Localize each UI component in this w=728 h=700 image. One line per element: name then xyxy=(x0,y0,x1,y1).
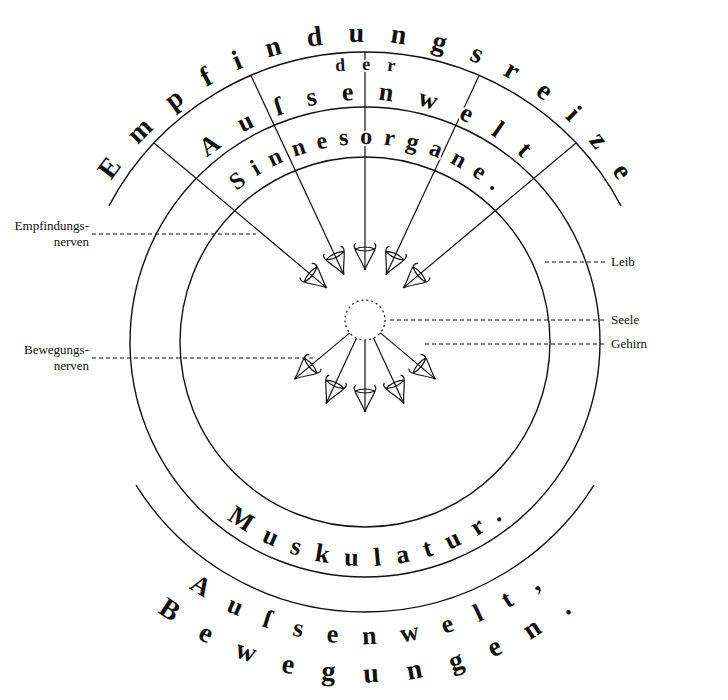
leader-line xyxy=(92,358,314,359)
nerve-ending xyxy=(316,374,347,408)
curved-label: Bewegungen. xyxy=(154,574,599,689)
node-outline: Sinnesorgane. Muskulatur. xyxy=(130,107,600,577)
nerve-ending xyxy=(288,353,323,387)
nerve-ending xyxy=(396,262,431,296)
callout-label: Bewegungs- nerven xyxy=(2,342,90,374)
body-ring xyxy=(130,107,600,577)
nerve-ending xyxy=(408,353,443,387)
motor-ray xyxy=(364,340,365,412)
curved-label: Sinnesorgane. xyxy=(224,123,516,203)
callout-label: Gehirn xyxy=(610,336,712,352)
nerve-ending xyxy=(354,385,376,412)
motor-ray xyxy=(380,333,435,379)
soul-circle xyxy=(345,300,385,340)
curved-label: Muskulatur. xyxy=(223,491,519,573)
motor-ray xyxy=(374,338,404,403)
node-outline: Auſsenwelt,Bewegungen. xyxy=(100,450,630,695)
leader-lines xyxy=(92,234,606,358)
leader-line xyxy=(425,344,606,345)
leader-line xyxy=(390,320,606,321)
body-circle: Sinnesorgane. Muskulatur. xyxy=(130,107,600,577)
nerve-ending xyxy=(354,243,376,270)
leader-line xyxy=(545,262,606,263)
callout-label: Empfindungs- nerven xyxy=(2,218,90,250)
motor-nerves xyxy=(288,333,443,412)
curved-label: der xyxy=(334,54,413,78)
motor-ray xyxy=(326,338,356,403)
leader-line xyxy=(92,234,256,235)
sensory-nerves xyxy=(154,52,576,296)
nerve-ending xyxy=(299,262,334,296)
nerve-ending xyxy=(383,374,414,408)
motor-ray xyxy=(295,333,350,379)
callout-label: Leib xyxy=(610,254,712,270)
callout-label: Seele xyxy=(610,312,712,328)
nerve-ending xyxy=(323,246,354,280)
curved-label: Empfindungsreize xyxy=(91,17,653,206)
body-ring xyxy=(180,157,550,527)
movement-band: Auſsenwelt,Bewegungen. xyxy=(100,450,630,695)
nerve-ending xyxy=(376,246,407,280)
